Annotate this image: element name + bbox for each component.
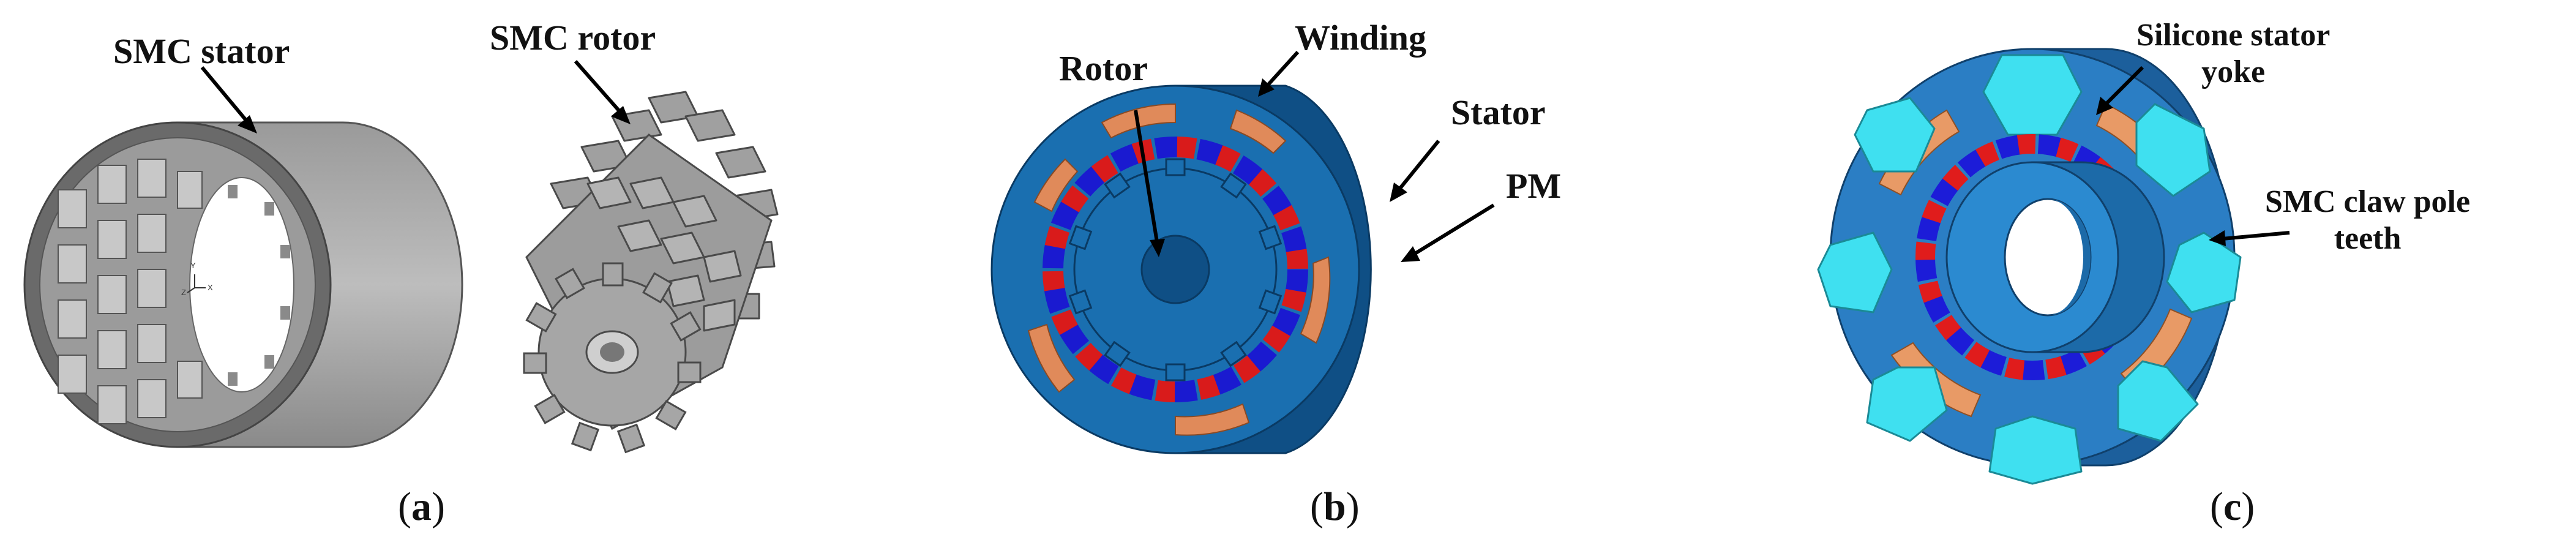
motor-c-shape	[1817, 48, 2242, 485]
stator-arrow	[200, 66, 257, 133]
yoke-label-line2: yoke	[2201, 54, 2266, 89]
teeth-arrow	[2209, 230, 2290, 246]
rotor-label: Rotor	[1059, 48, 1148, 88]
teeth-label-line1: SMC claw pole	[2265, 184, 2471, 219]
caption-b-letter: b	[1323, 484, 1346, 529]
axis-z-label: Z	[181, 288, 186, 297]
caption-b: (b)	[1310, 484, 1360, 530]
smc-rotor-label: SMC rotor	[490, 18, 656, 58]
caption-a-letter: a	[411, 484, 432, 529]
axis-y-label: Y	[190, 261, 196, 270]
teeth-label-line2: teeth	[2334, 221, 2402, 256]
caption-c-letter: c	[2223, 484, 2242, 529]
pm-arrow	[1401, 203, 1495, 262]
winding-label: Winding	[1295, 18, 1426, 58]
axis-x-label: X	[208, 283, 213, 292]
rotor-arrow	[574, 60, 631, 124]
yoke-arrow	[2096, 66, 2144, 115]
winding-arrow	[1258, 50, 1300, 97]
caption-a-open: (	[398, 484, 411, 529]
caption-c: (c)	[2210, 484, 2255, 530]
caption-c-close: )	[2241, 484, 2255, 529]
panel-a-figure	[23, 60, 779, 454]
stator-label: Stator	[1451, 92, 1546, 132]
yoke-label-line1: Silicone stator	[2136, 18, 2331, 53]
caption-c-open: (	[2210, 484, 2223, 529]
panel-b-figure	[990, 50, 1495, 454]
smc-stator-label: SMC stator	[113, 31, 290, 71]
smc-stator-shape	[23, 121, 463, 448]
rotor-arrow	[1134, 110, 1165, 257]
smc-rotor-shape	[523, 91, 779, 454]
panel-b: Rotor Winding Stator PM (b)	[857, 0, 1714, 556]
caption-a: (a)	[398, 484, 445, 530]
axis-triad	[187, 274, 206, 293]
caption-b-close: )	[1346, 484, 1360, 529]
caption-a-close: )	[431, 484, 445, 529]
pm-label: PM	[1506, 166, 1562, 206]
stator-arrow	[1390, 140, 1440, 202]
caption-b-open: (	[1310, 484, 1324, 529]
panel-a: Y Z X SMC stator SMC rotor (a)	[0, 0, 857, 556]
motor-b-shape	[990, 85, 1372, 454]
panel-c-figure	[1817, 48, 2290, 485]
